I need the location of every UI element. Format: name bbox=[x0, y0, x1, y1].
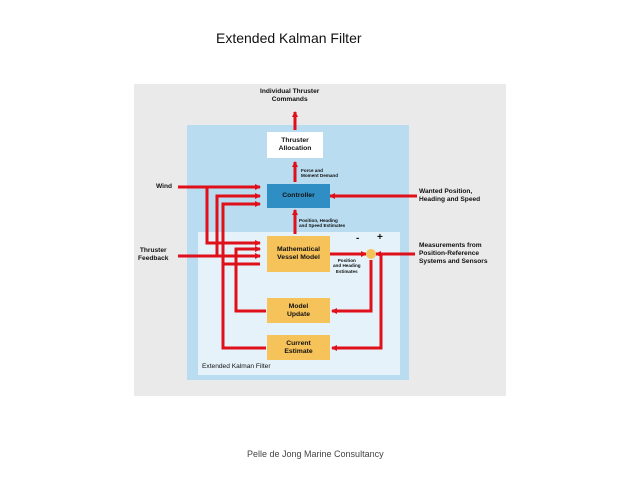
model-update-box bbox=[267, 298, 330, 323]
controller-label: Controller bbox=[282, 192, 315, 199]
thruster-feedback-label: Thruster Feedback bbox=[138, 247, 169, 262]
thruster-commands-label: Individual Thruster Commands bbox=[260, 88, 320, 103]
measurements-label: Measurements from Position-Reference Sys… bbox=[419, 242, 488, 265]
arrow-feedback-branch bbox=[215, 193, 261, 256]
arrow-sum-to-current bbox=[331, 254, 383, 351]
estimates-label: Position, Heading and Speed Estimates bbox=[299, 218, 346, 229]
page-title: Extended Kalman Filter bbox=[216, 30, 362, 46]
thruster-allocation-label: Thruster Allocation bbox=[278, 137, 312, 152]
plus-sign: + bbox=[377, 232, 383, 243]
model-update-label: Model Update bbox=[286, 302, 311, 318]
footer-credit: Pelle de Jong Marine Consultancy bbox=[247, 449, 384, 459]
arrow-update-to-model bbox=[234, 246, 266, 313]
current-estimate-box bbox=[267, 335, 330, 360]
controller-box bbox=[267, 184, 330, 208]
wanted-position-label: Wanted Position, Heading and Speed bbox=[419, 188, 481, 203]
ekf-region-label: Extended Kalman Filter bbox=[202, 363, 271, 370]
vessel-model-label: Mathematical Vessel Model bbox=[276, 246, 321, 261]
arrow-wind-to-model bbox=[205, 187, 261, 246]
summation-node bbox=[366, 249, 376, 259]
arrow-current-estimate-loop bbox=[221, 201, 266, 350]
wind-label: Wind bbox=[156, 183, 173, 190]
vessel-model-box bbox=[267, 236, 330, 272]
diagram-canvas bbox=[134, 84, 506, 396]
minus-sign: - bbox=[356, 233, 360, 244]
arrow-sum-to-update bbox=[331, 260, 373, 314]
force-demand-label: Force and Moment Demand bbox=[301, 168, 339, 179]
thruster-allocation-box bbox=[267, 132, 323, 158]
position-heading-label: Position and Heading Estimates bbox=[333, 258, 361, 274]
current-estimate-label: Current Estimate bbox=[284, 339, 313, 355]
kalman-filter-diagram: Individual Thruster Commands Wind Thrust… bbox=[134, 84, 506, 396]
